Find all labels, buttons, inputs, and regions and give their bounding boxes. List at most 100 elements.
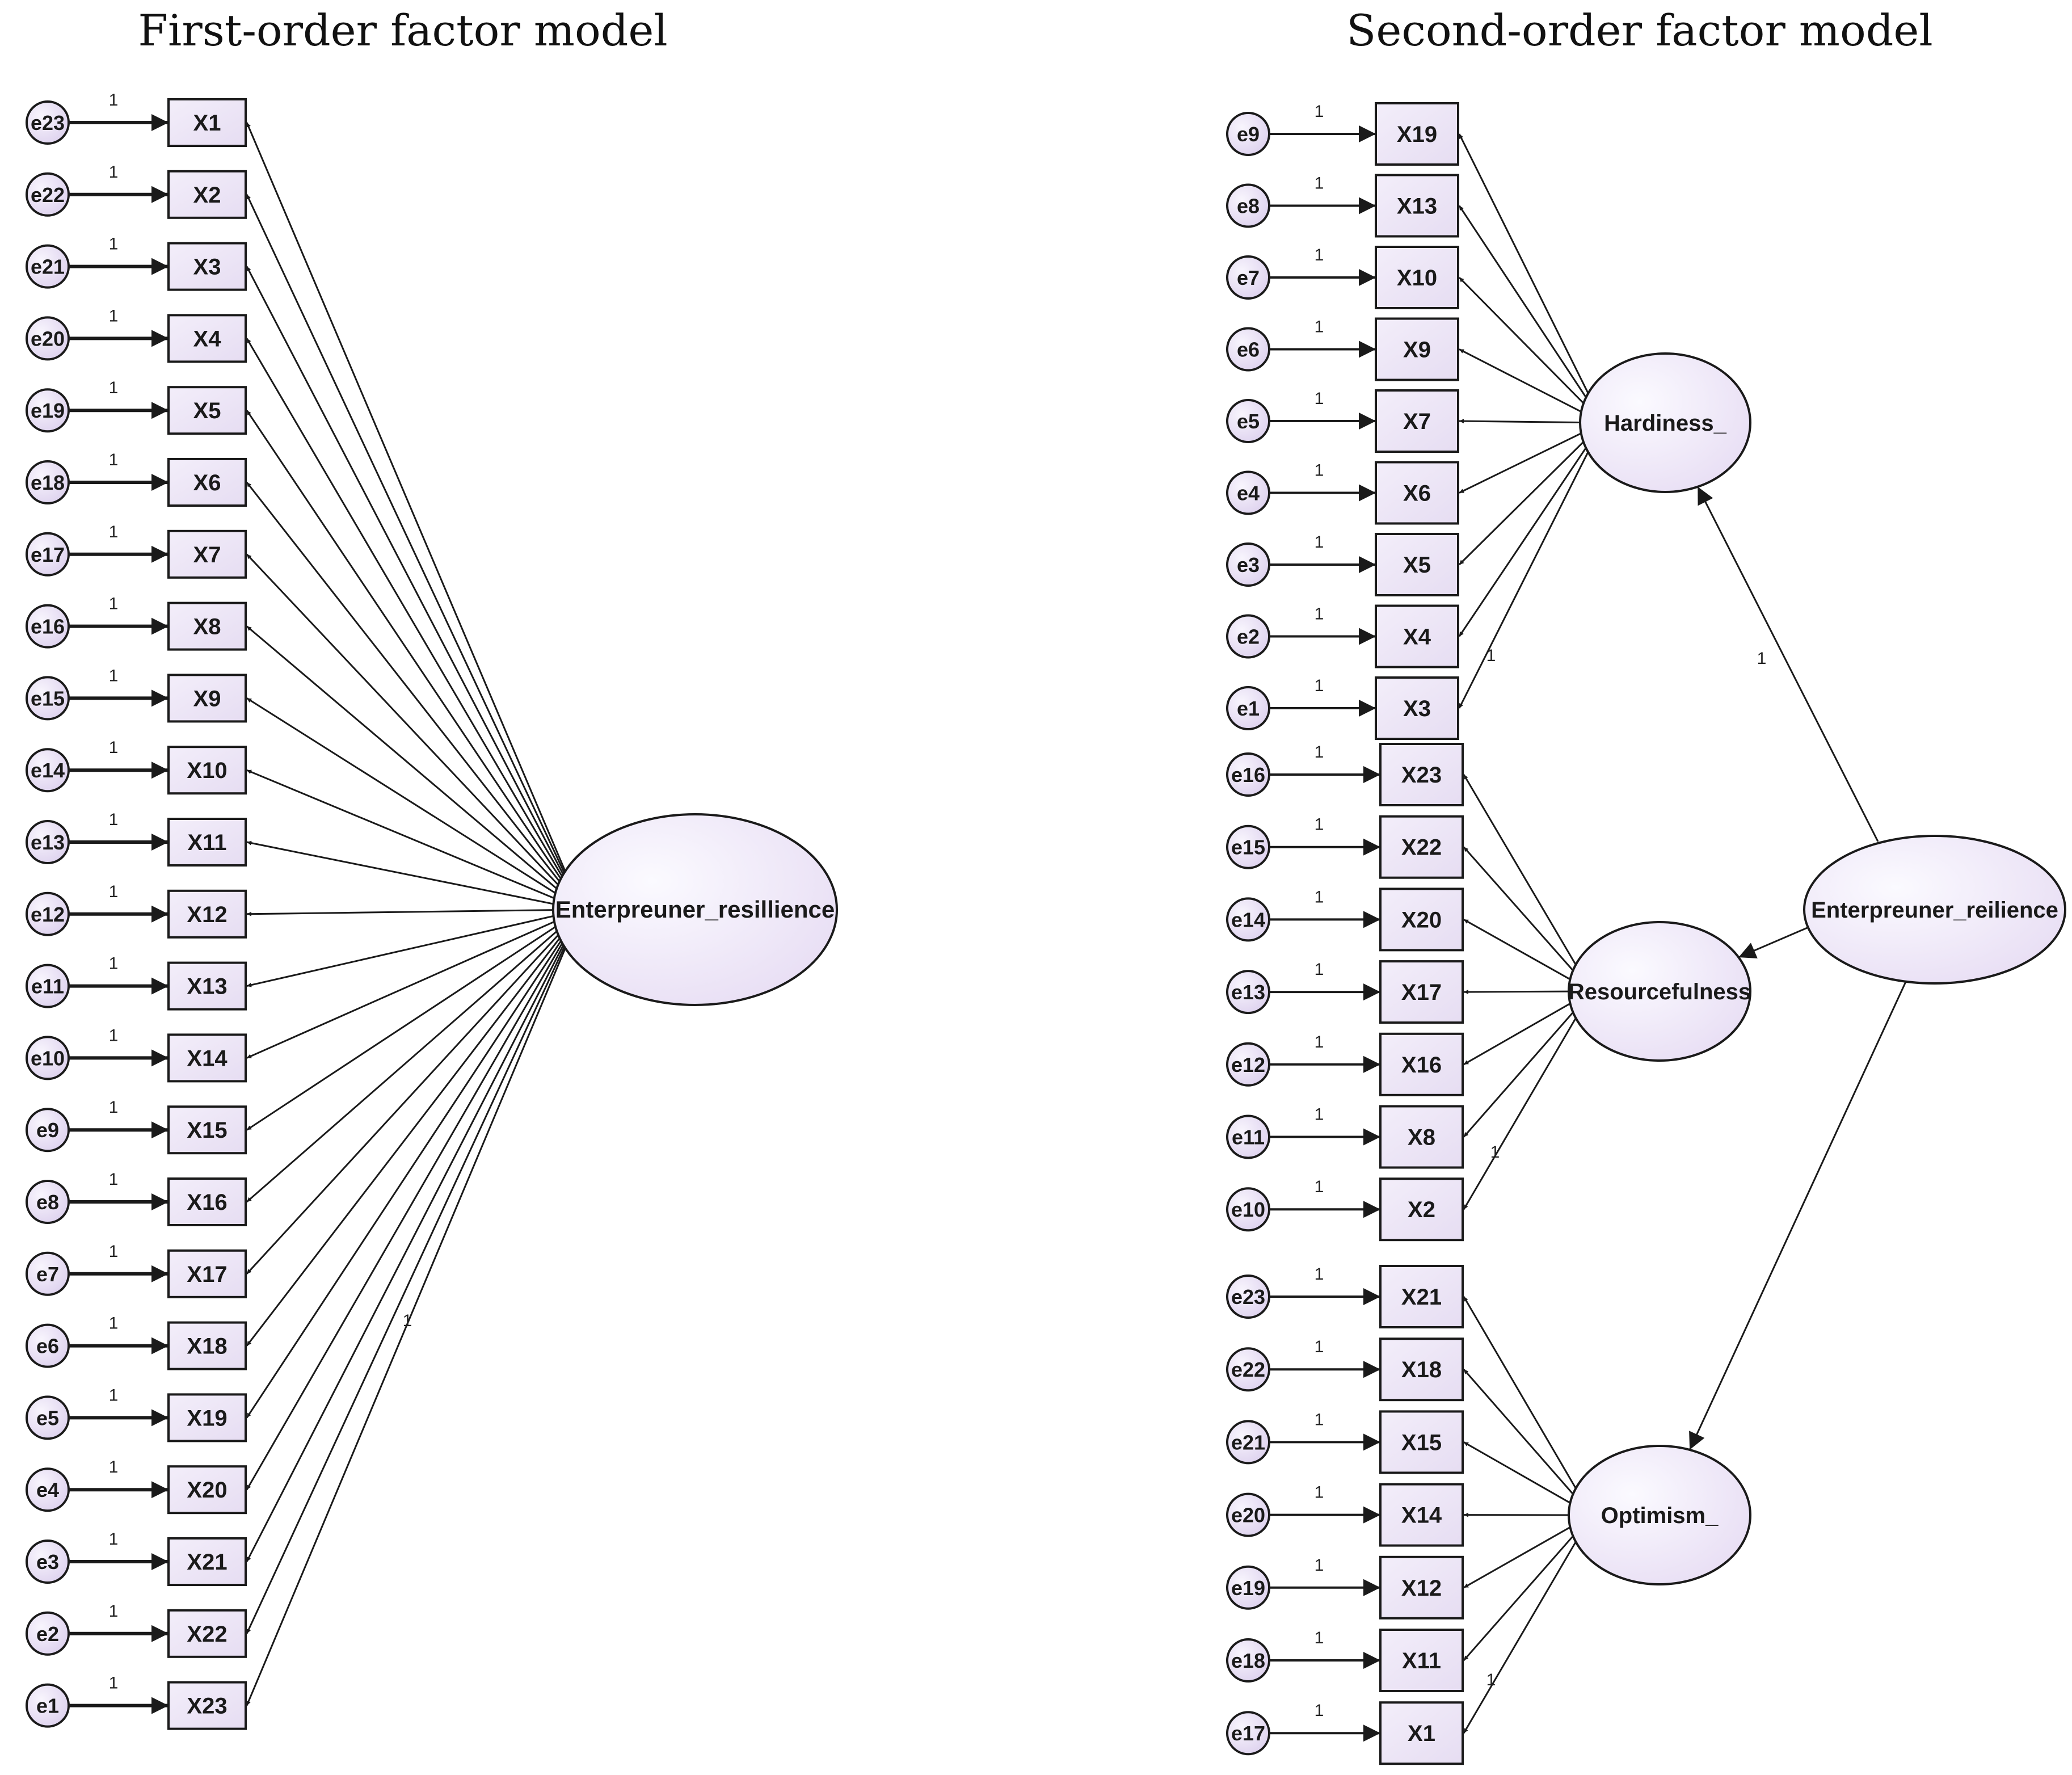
p2-factor-optimism-ellipse bbox=[1568, 1445, 1751, 1585]
p2-x3-box bbox=[1375, 676, 1459, 740]
p2-x6-box bbox=[1375, 461, 1459, 525]
p2-x14-label: X14 bbox=[1401, 1503, 1442, 1528]
p2-x15-box bbox=[1379, 1410, 1464, 1474]
p1-e4-label: e4 bbox=[36, 1478, 59, 1501]
p1-x20-box bbox=[167, 1465, 247, 1515]
p2-e10-label: e10 bbox=[1231, 1198, 1265, 1221]
p1-e15-label: e15 bbox=[31, 687, 65, 710]
p2-x13-box bbox=[1375, 174, 1459, 238]
p2-e10-circle bbox=[1226, 1187, 1270, 1232]
p2-higher-factor-label: Enterpreuner_reilience bbox=[1811, 898, 2058, 923]
p1-x22-label: X22 bbox=[187, 1622, 227, 1647]
p2-x11-loading-path bbox=[1463, 1515, 1593, 1661]
p1-x11-loading-path bbox=[246, 840, 582, 911]
p1-e5-label: e5 bbox=[36, 1406, 59, 1429]
p2-x19-box bbox=[1375, 102, 1459, 166]
p1-x7-error-weight: 1 bbox=[109, 523, 119, 541]
p2-x7-error-weight: 1 bbox=[1315, 389, 1324, 408]
p2-factor-resourcefulness-label: Resourcefulness bbox=[1568, 979, 1751, 1004]
p2-x17-error-weight: 1 bbox=[1315, 960, 1324, 979]
p1-x1-error-weight: 1 bbox=[109, 91, 119, 110]
p2-e19-circle bbox=[1226, 1565, 1270, 1610]
p2-x11-box bbox=[1379, 1629, 1464, 1692]
p2-factor-resourcefulness-ellipse bbox=[1568, 921, 1751, 1062]
p2-x23-box bbox=[1379, 743, 1464, 806]
p1-x4-loading-path bbox=[246, 338, 583, 910]
p2-e8-label: e8 bbox=[1237, 195, 1260, 218]
p2-x13-loading-path bbox=[1458, 205, 1604, 423]
p1-x1-loading-path bbox=[246, 122, 583, 910]
p2-e11-label: e11 bbox=[1232, 1126, 1265, 1149]
p1-e22-circle bbox=[26, 172, 70, 217]
p1-x14-label: X14 bbox=[187, 1046, 228, 1071]
p1-x16-box bbox=[167, 1177, 247, 1226]
p2-x9-label: X9 bbox=[1403, 338, 1431, 363]
p2-x3-label: X3 bbox=[1403, 696, 1431, 721]
p1-x16-error-weight: 1 bbox=[109, 1170, 119, 1189]
p1-e21-label: e21 bbox=[31, 255, 65, 279]
p1-x7-label: X7 bbox=[193, 542, 221, 567]
p2-x18-error-weight: 1 bbox=[1315, 1337, 1324, 1356]
p2-x1-error-weight: 1 bbox=[1315, 1701, 1324, 1720]
p2-e4-circle bbox=[1226, 470, 1270, 515]
p1-x11-label: X11 bbox=[188, 830, 227, 855]
p2-e14-circle bbox=[1226, 897, 1270, 942]
p1-x3-error-weight: 1 bbox=[109, 235, 119, 254]
p1-x10-box bbox=[167, 746, 247, 795]
p1-x22-error-weight: 1 bbox=[109, 1602, 119, 1621]
p2-x10-box bbox=[1375, 246, 1459, 309]
p1-e13-circle bbox=[26, 820, 70, 864]
p1-e19-label: e19 bbox=[31, 399, 65, 422]
p2-x5-error-weight: 1 bbox=[1315, 533, 1324, 552]
p2-resourcefulness-loading-weight: 1 bbox=[1490, 1143, 1500, 1162]
p1-x21-box bbox=[167, 1537, 247, 1586]
p1-x19-label: X19 bbox=[187, 1406, 227, 1431]
p1-x23-label: X23 bbox=[187, 1694, 227, 1719]
p2-x7-loading-path bbox=[1459, 419, 1603, 424]
p1-x5-box bbox=[167, 386, 247, 435]
panel-title-second-order: Second-order factor model bbox=[1346, 5, 1932, 56]
p2-e7-label: e7 bbox=[1237, 266, 1260, 289]
p2-x8-label: X8 bbox=[1408, 1125, 1435, 1150]
p2-x19-error-weight: 1 bbox=[1315, 102, 1324, 121]
p2-e3-label: e3 bbox=[1237, 553, 1260, 577]
p2-hardiness-loading-weight: 1 bbox=[1486, 646, 1496, 665]
p2-higher-to-optimism-path bbox=[1688, 980, 1907, 1450]
panel-title-first-order: First-order factor model bbox=[138, 5, 667, 56]
p2-e2-circle bbox=[1226, 614, 1270, 659]
p2-higher-to-resourcefulness-path bbox=[1738, 926, 1810, 958]
p2-e23-circle bbox=[1226, 1275, 1270, 1319]
p2-e19-label: e19 bbox=[1231, 1576, 1265, 1600]
p1-x8-label: X8 bbox=[193, 615, 221, 640]
p1-e12-circle bbox=[26, 891, 70, 936]
p2-x14-error-weight: 1 bbox=[1315, 1483, 1324, 1502]
p1-x16-label: X16 bbox=[187, 1190, 227, 1215]
p1-e10-label: e10 bbox=[31, 1046, 65, 1070]
p1-x20-loading-path bbox=[246, 909, 583, 1490]
p2-e12-circle bbox=[1226, 1042, 1270, 1087]
p2-e16-label: e16 bbox=[1231, 763, 1265, 786]
p2-e21-circle bbox=[1226, 1420, 1270, 1465]
p1-x8-box bbox=[167, 602, 247, 651]
p2-x1-box bbox=[1379, 1701, 1464, 1765]
p2-x23-label: X23 bbox=[1401, 763, 1442, 788]
p2-x8-loading-path bbox=[1463, 991, 1593, 1138]
p2-x18-box bbox=[1379, 1337, 1464, 1402]
p2-x13-error-weight: 1 bbox=[1315, 174, 1324, 193]
p1-x17-label: X17 bbox=[187, 1262, 227, 1287]
p1-x2-label: X2 bbox=[193, 183, 221, 208]
p2-x5-label: X5 bbox=[1403, 553, 1431, 578]
p1-x5-label: X5 bbox=[193, 398, 221, 423]
p1-x17-box bbox=[167, 1249, 247, 1298]
p1-x7-loading-path bbox=[246, 553, 583, 911]
p2-x22-box bbox=[1379, 815, 1464, 879]
p2-x3-error-weight: 1 bbox=[1315, 676, 1324, 695]
p1-x23-error-weight: 1 bbox=[109, 1674, 119, 1693]
p2-e11-circle bbox=[1226, 1114, 1270, 1159]
p1-x21-label: X21 bbox=[187, 1550, 227, 1575]
p2-x7-label: X7 bbox=[1403, 409, 1431, 434]
p2-e12-label: e12 bbox=[1231, 1053, 1265, 1076]
p1-x20-error-weight: 1 bbox=[109, 1458, 119, 1477]
p2-x6-loading-path bbox=[1459, 422, 1603, 494]
p2-x4-label: X4 bbox=[1403, 625, 1431, 650]
